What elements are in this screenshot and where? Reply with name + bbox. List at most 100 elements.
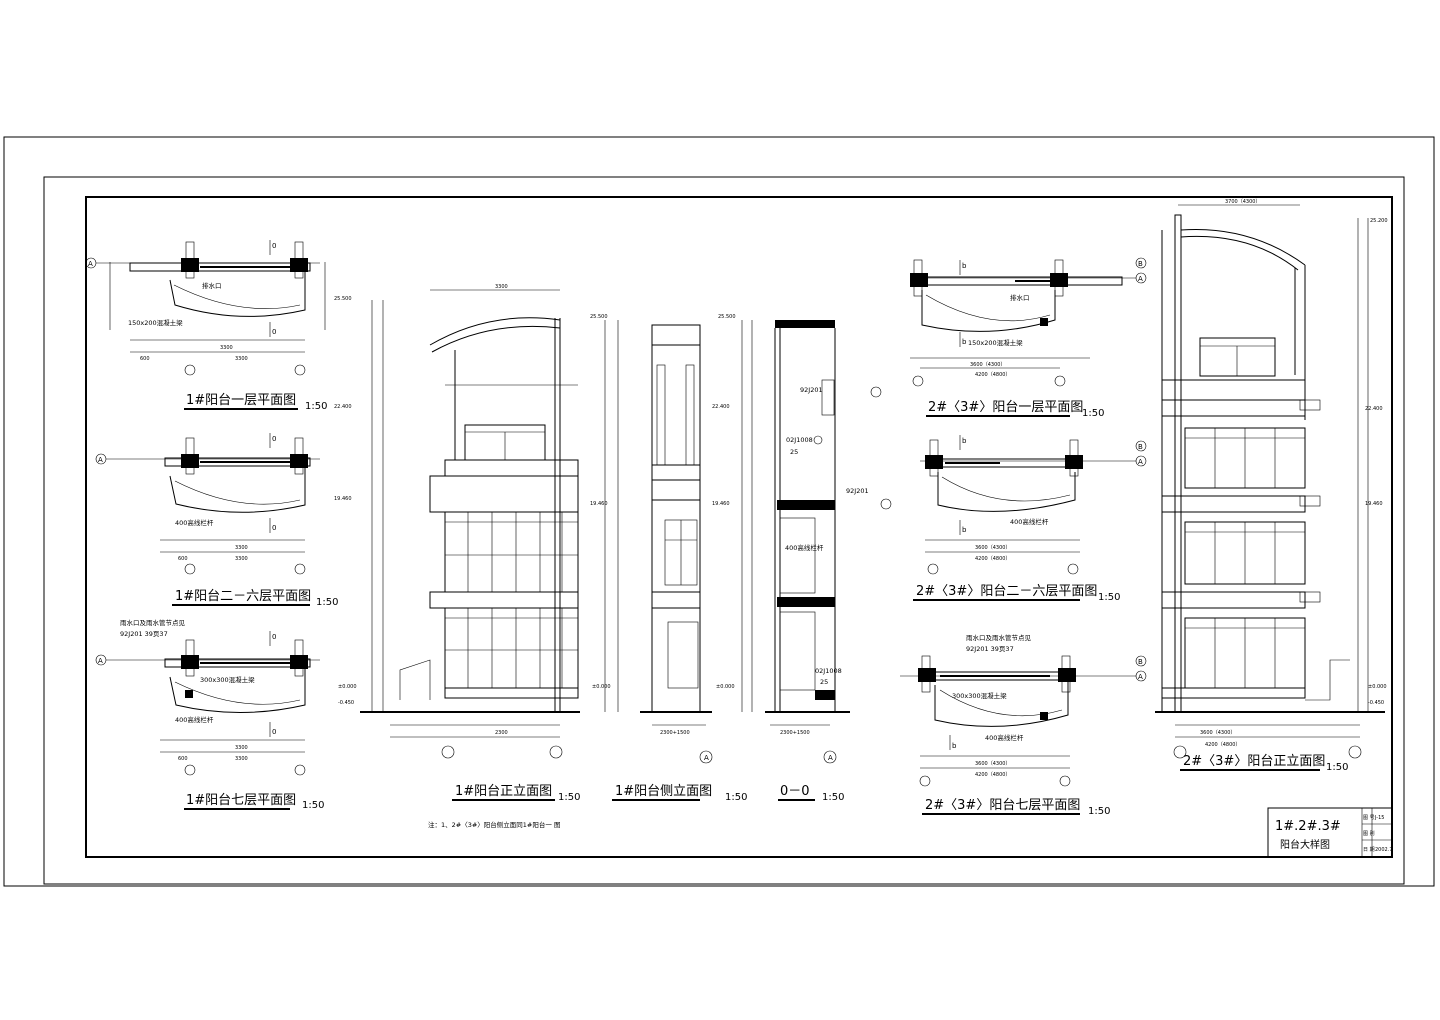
svg-text:1:50: 1:50 xyxy=(1088,806,1110,817)
svg-text:注：1、2#〈3#〉阳台侧立面同1#阳台一 图: 注：1、2#〈3#〉阳台侧立面同1#阳台一 图 xyxy=(428,820,560,829)
svg-text:0: 0 xyxy=(272,328,276,336)
svg-text:2#〈3#〉阳台二－六层平面图: 2#〈3#〉阳台二－六层平面图 xyxy=(916,584,1097,599)
svg-text:25.500: 25.500 xyxy=(590,314,608,320)
svg-text:b: b xyxy=(962,338,967,346)
svg-text:3300: 3300 xyxy=(235,545,248,551)
svg-text:B: B xyxy=(1138,260,1143,268)
svg-text:A: A xyxy=(1138,673,1143,681)
svg-text:J-15: J-15 xyxy=(1374,815,1384,821)
svg-text:150x200混凝土梁: 150x200混凝土梁 xyxy=(128,318,183,327)
title-block-subtitle: 阳台大样图 xyxy=(1280,838,1330,851)
svg-text:3600（4300）: 3600（4300） xyxy=(975,545,1010,551)
svg-text:1:50: 1:50 xyxy=(316,597,338,608)
svg-text:25: 25 xyxy=(790,448,798,456)
svg-text:3300: 3300 xyxy=(235,556,248,562)
svg-text:3300: 3300 xyxy=(235,356,248,362)
title-block: 1#.2#.3# 阳台大样图 图 号 图 别 日 期 J-15 2002.7 xyxy=(1267,807,1393,858)
plan-23-floor7: 雨水口及雨水管节点见 92J201 39页37 B A 300x300混凝土梁 … xyxy=(900,633,1147,817)
svg-text:1#阳台二－六层平面图: 1#阳台二－六层平面图 xyxy=(175,589,311,604)
svg-text:300x300混凝土梁: 300x300混凝土梁 xyxy=(200,675,255,684)
svg-text:400高线栏杆: 400高线栏杆 xyxy=(175,518,214,527)
svg-text:25.500: 25.500 xyxy=(718,314,736,320)
svg-text:3600（4300）: 3600（4300） xyxy=(970,362,1005,368)
svg-text:雨水口及雨水管节点见: 雨水口及雨水管节点见 xyxy=(966,633,1032,642)
svg-text:4200（4800）: 4200（4800） xyxy=(975,372,1010,378)
svg-text:600: 600 xyxy=(178,756,188,762)
svg-text:92J201: 92J201 xyxy=(800,386,823,394)
svg-text:1:50: 1:50 xyxy=(558,792,580,803)
svg-text:400高线栏杆: 400高线栏杆 xyxy=(1010,517,1049,526)
svg-text:2#〈3#〉阳台七层平面图: 2#〈3#〉阳台七层平面图 xyxy=(925,798,1080,813)
svg-text:b: b xyxy=(962,262,967,270)
svg-text:0－0: 0－0 xyxy=(780,784,810,799)
plan-23-floor1: B A b b 排水口 150x200混凝土梁 3600（4300） 4200（… xyxy=(910,257,1147,419)
svg-text:雨水口及雨水管节点见: 雨水口及雨水管节点见 xyxy=(120,618,186,627)
drawing-border xyxy=(85,196,1393,858)
svg-text:3300: 3300 xyxy=(235,745,248,751)
svg-text:排水口: 排水口 xyxy=(1010,293,1030,302)
svg-text:±0.000: ±0.000 xyxy=(1368,684,1387,690)
svg-text:1:50: 1:50 xyxy=(1326,762,1348,773)
svg-text:排水口: 排水口 xyxy=(202,281,222,290)
svg-text:±0.000: ±0.000 xyxy=(592,684,611,690)
svg-text:0: 0 xyxy=(272,524,276,532)
svg-text:图 号: 图 号 xyxy=(1363,815,1375,821)
svg-text:0: 0 xyxy=(272,435,276,443)
svg-text:3600（4300）: 3600（4300） xyxy=(975,761,1010,767)
svg-text:600: 600 xyxy=(178,556,188,562)
svg-text:1#阳台一层平面图: 1#阳台一层平面图 xyxy=(186,393,296,408)
svg-text:19.460: 19.460 xyxy=(712,501,730,507)
svg-text:-0.450: -0.450 xyxy=(338,700,354,706)
svg-text:02J1008: 02J1008 xyxy=(786,436,813,444)
plan-1-floor2-6: A 0 0 400高线栏杆 3300 600 3300 1#阳台二－六层平面图 … xyxy=(95,433,338,608)
svg-text:A: A xyxy=(1138,275,1143,283)
svg-text:b: b xyxy=(952,742,957,750)
svg-text:A: A xyxy=(98,657,103,665)
svg-text:1#阳台正立面图: 1#阳台正立面图 xyxy=(455,784,552,799)
svg-text:0: 0 xyxy=(272,728,276,736)
svg-text:1:50: 1:50 xyxy=(1098,592,1120,603)
svg-text:B: B xyxy=(1138,658,1143,666)
svg-text:1:50: 1:50 xyxy=(725,792,747,803)
svg-text:400高线栏杆: 400高线栏杆 xyxy=(985,733,1024,742)
svg-text:A: A xyxy=(828,754,833,762)
svg-text:92J201: 92J201 xyxy=(846,487,869,495)
title-block-title: 1#.2#.3# xyxy=(1275,819,1341,834)
svg-text:1#阳台七层平面图: 1#阳台七层平面图 xyxy=(186,793,296,808)
plan-1-floor1: A 0 0 排水口 150x200混凝土梁 3300 600 3300 1#阳台… xyxy=(85,240,327,412)
svg-text:2#〈3#〉阳台正立面图: 2#〈3#〉阳台正立面图 xyxy=(1183,754,1325,769)
svg-text:3300: 3300 xyxy=(220,345,233,351)
svg-text:3700（4300）: 3700（4300） xyxy=(1225,199,1260,205)
svg-text:25: 25 xyxy=(820,678,828,686)
svg-text:3600（4300）: 3600（4300） xyxy=(1200,730,1235,736)
svg-text:19.460: 19.460 xyxy=(1365,501,1383,507)
svg-text:B: B xyxy=(1138,443,1143,451)
svg-text:22.400: 22.400 xyxy=(712,404,730,410)
svg-text:4200（4800）: 4200（4800） xyxy=(975,772,1010,778)
plan-23-floor2-6: B A b b 400高线栏杆 3600（4300） 4200（4800） 2#… xyxy=(913,435,1147,603)
svg-text:A: A xyxy=(704,754,709,762)
outer-frame xyxy=(3,136,1435,887)
svg-text:0: 0 xyxy=(272,633,276,641)
section-0-0: 25.500 22.400 19.460 ±0.000 92J201 02J10… xyxy=(712,314,892,803)
svg-text:2#〈3#〉阳台一层平面图: 2#〈3#〉阳台一层平面图 xyxy=(928,400,1083,415)
svg-text:1:50: 1:50 xyxy=(1082,408,1104,419)
svg-text:19.460: 19.460 xyxy=(334,496,352,502)
svg-text:1:50: 1:50 xyxy=(302,800,324,811)
svg-text:4200（4800）: 4200（4800） xyxy=(975,556,1010,562)
svg-text:400高线栏杆: 400高线栏杆 xyxy=(785,543,824,552)
svg-text:3300: 3300 xyxy=(495,284,508,290)
svg-text:-0.450: -0.450 xyxy=(1368,700,1384,706)
svg-text:0: 0 xyxy=(272,242,276,250)
svg-text:22.400: 22.400 xyxy=(334,404,352,410)
svg-text:日 期: 日 期 xyxy=(1363,847,1375,853)
svg-text:2300+1500: 2300+1500 xyxy=(780,730,810,736)
svg-text:1:50: 1:50 xyxy=(822,792,844,803)
elevation-1-front: 25.500 22.400 19.460 ±0.000 -0.450 3300 xyxy=(334,284,580,829)
svg-text:25.200: 25.200 xyxy=(1370,218,1388,224)
elevation-23-front: 3700（4300） 25.200 22.400 19.460 ±0.000 -… xyxy=(1155,199,1388,773)
svg-text:2300+1500: 2300+1500 xyxy=(660,730,690,736)
svg-text:2300: 2300 xyxy=(495,730,508,736)
svg-text:A: A xyxy=(98,456,103,464)
